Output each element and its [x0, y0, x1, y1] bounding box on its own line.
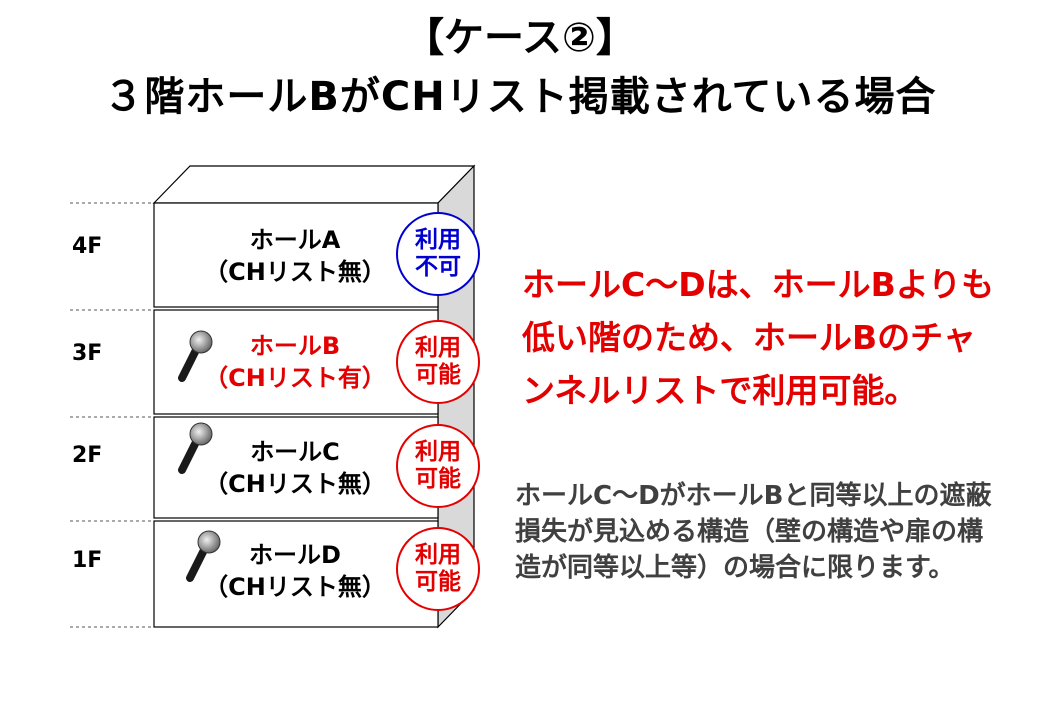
badge-line: 利用 [415, 439, 461, 465]
microphone-icon [186, 530, 221, 582]
hall-a-list-status: （CHリスト無） [204, 258, 386, 286]
badge-line: 利用 [415, 542, 461, 568]
availability-badge-1f: 利用 可能 [396, 527, 480, 611]
badge-line: 可能 [415, 466, 461, 492]
microphone-icon [178, 330, 213, 382]
condition-note: ホールC～DがホールBと同等以上の遮蔽損失が見込める構造（壁の構造や扉の構造が同… [515, 481, 992, 583]
hall-b-text: ホールB （CHリスト有） [160, 330, 430, 394]
slide-subtitle: ３階ホールBがCHリスト掲載されている場合 [103, 74, 937, 120]
hall-c-list-status: （CHリスト無） [204, 470, 386, 498]
availability-badge-4f: 利用 不可 [396, 212, 480, 296]
hall-a-name: ホールA [249, 226, 341, 254]
badge-line: 不可 [415, 254, 461, 280]
slide-title: 【ケース②】 [404, 15, 636, 61]
hall-d-list-status: （CHリスト無） [204, 573, 386, 601]
badge-line: 可能 [415, 362, 461, 388]
hall-d-name: ホールD [249, 541, 341, 569]
floor-label-2f: 2F [72, 443, 103, 468]
building-roof [152, 165, 476, 204]
floor-label-4f: 4F [72, 234, 103, 259]
main-message: ホールC～Dは、ホールBよりも低い階のため、ホールBのチャンネルリストで利用可能… [522, 265, 995, 410]
badge-line: 利用 [415, 227, 461, 253]
hall-b-name: ホールB [249, 332, 341, 360]
floor-4f-box [153, 202, 439, 308]
badge-line: 利用 [415, 335, 461, 361]
hall-c-name: ホールC [250, 438, 340, 466]
badge-line: 可能 [415, 569, 461, 595]
floor-label-3f: 3F [72, 341, 103, 366]
microphone-icon [178, 422, 213, 474]
hall-c-text: ホールC （CHリスト無） [160, 436, 430, 500]
hall-d-text: ホールD （CHリスト無） [160, 539, 430, 603]
availability-badge-3f: 利用 可能 [396, 320, 480, 404]
hall-b-list-status: （CHリスト有） [204, 364, 386, 392]
floor-label-1f: 1F [72, 548, 103, 573]
hall-a-text: ホールA （CHリスト無） [160, 224, 430, 288]
availability-badge-2f: 利用 可能 [396, 424, 480, 508]
floor-3f-box [153, 309, 439, 415]
